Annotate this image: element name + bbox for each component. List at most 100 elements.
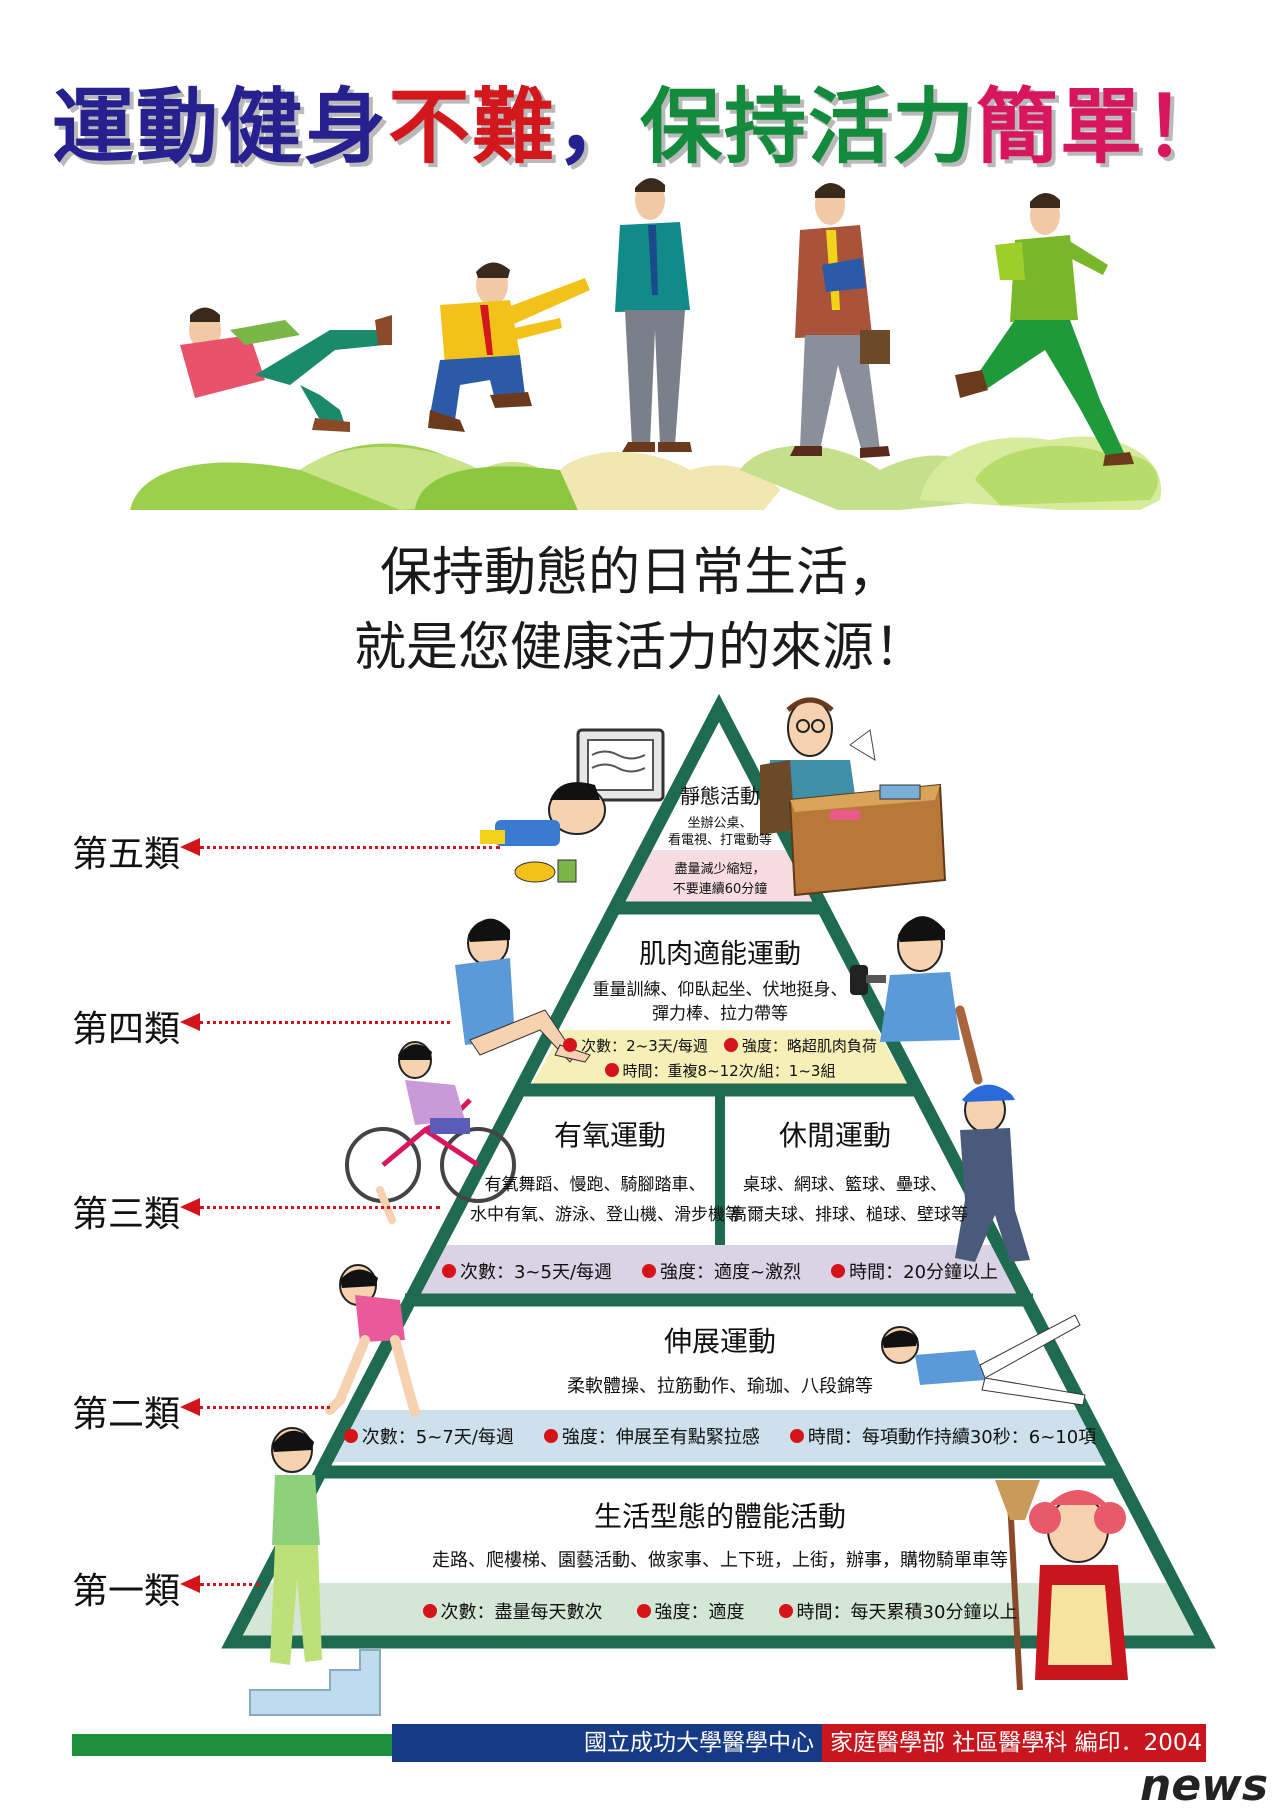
tier-3-freq-text: 次數：3~5天/每週 xyxy=(459,1262,613,1283)
tier-4-examples-2: 彈力棒、拉力帶等 xyxy=(652,1004,788,1024)
poster-title: 運動健身不難，保持活力簡單！ xyxy=(0,60,1280,179)
baseball-player-illustration xyxy=(955,1005,1030,1262)
tier-1-stats-bar xyxy=(232,1583,1206,1638)
cyclist-illustration xyxy=(345,1041,516,1203)
tier-1-stats-row: 次數：盡量每天數次 強度：適度 時間：每天累積30分鐘以上 xyxy=(330,1596,1110,1626)
bullet-dot xyxy=(543,1429,558,1443)
bullet-dot xyxy=(563,1038,578,1052)
tier-1-label: 第一類 xyxy=(72,1571,181,1612)
office-worker-illustration xyxy=(760,697,947,897)
tier-5-examples-1: 坐辦公桌、 xyxy=(687,816,753,831)
tier-1-arrow-icon xyxy=(180,1575,200,1593)
tier-2-freq: 次數：5~7天/每週 xyxy=(343,1423,514,1449)
tier-3-aerobic-examples-1: 有氧舞蹈、慢跑、騎腳踏車、 xyxy=(484,1175,706,1195)
activity-progression-illustration xyxy=(130,178,1162,510)
tier-2-examples: 柔軟體操、拉筋動作、瑜珈、八段錦等 xyxy=(567,1376,873,1397)
tier-4-time-text: 時間：重複8~12次/組：1~3組 xyxy=(622,1061,836,1080)
tier-4-intensity-text: 強度：略超肌肉負荷 xyxy=(741,1036,877,1055)
title-part-1: 運動健身 xyxy=(51,80,388,175)
title-part-2: 不難 xyxy=(387,80,556,175)
tier-1-examples: 走路、爬樓梯、園藝活動、做家事、上下班，上街，辦事，購物騎單車等 xyxy=(432,1550,1008,1571)
tier-4-stats-row-2: 時間：重複8~12次/組：1~3組 xyxy=(540,1059,900,1081)
tier-2-freq-text: 次數：5~7天/每週 xyxy=(361,1427,514,1448)
footer-blue-bar xyxy=(392,1724,822,1762)
tier-4-freq-text: 次數：2~3天/每週 xyxy=(581,1036,708,1055)
tier-3-leisure-name: 休閒運動 xyxy=(778,1119,891,1152)
bullet-dot xyxy=(642,1264,657,1278)
tier-3-leisure-examples-1: 桌球、網球、籃球、壘球、 xyxy=(743,1175,947,1195)
tier-3-arrow-line xyxy=(200,1206,440,1209)
tier-5-advice-bar-fill xyxy=(617,852,818,904)
bullet-dot xyxy=(441,1264,456,1278)
tier-4-stats-row-1: 次數：2~3天/每週 強度：略超肌肉負荷 xyxy=(540,1034,900,1056)
slogan-line-2: 就是您健康活力的來源！ xyxy=(353,618,926,678)
footer-department: 家庭醫學部 社區醫學科 編印．2004 xyxy=(830,1730,1203,1756)
bullet-dot xyxy=(789,1429,804,1443)
bullet-dot xyxy=(636,1604,651,1618)
tier-4-arrow-line xyxy=(200,1021,450,1024)
tier-4-intensity: 強度：略超肌肉負荷 xyxy=(723,1035,877,1056)
tier-1-arrow-line xyxy=(200,1583,260,1586)
tier-4-arrow-icon xyxy=(180,1013,200,1031)
ground-blobs xyxy=(130,436,1162,510)
tier-1-freq-text: 次數：盡量每天數次 xyxy=(440,1602,603,1623)
tier-5-examples-2: 看電視、打電動等 xyxy=(667,833,772,848)
tier-4-examples-1: 重量訓練、仰臥起坐、伏地挺身、 xyxy=(592,980,848,1000)
tier-2-time-text: 時間：每項動作持續30秒：6~10項 xyxy=(807,1427,1097,1448)
news-watermark: news xyxy=(1140,1760,1269,1811)
tier-2-stats-bar xyxy=(323,1410,1115,1462)
tier-2-arrow-icon xyxy=(180,1398,200,1416)
tier-4-name: 肌肉適能運動 xyxy=(639,939,801,970)
tier-5-advice-2: 不要連續60分鐘 xyxy=(672,882,768,897)
title-part-6: ！ xyxy=(1144,80,1229,175)
slogan-line-1: 保持動態的日常生活， xyxy=(379,543,900,603)
tier-4-freq: 次數：2~3天/每週 xyxy=(563,1035,708,1056)
running-man-figure xyxy=(955,192,1134,466)
bullet-dot xyxy=(723,1038,738,1052)
tier-3-label: 第三類 xyxy=(72,1194,181,1235)
bullet-dot xyxy=(778,1604,793,1618)
tier-3-intensity-text: 強度：適度~激烈 xyxy=(660,1262,802,1283)
tier-3-aerobic-name: 有氧運動 xyxy=(553,1119,666,1152)
tier-5-arrow-line xyxy=(200,846,500,849)
tier-3-time: 時間：20分鐘以上 xyxy=(831,1258,998,1284)
dumbbell-man-illustration xyxy=(850,916,960,1042)
bullet-dot xyxy=(422,1604,437,1618)
tier-1-freq: 次數：盡量每天數次 xyxy=(422,1598,603,1624)
bullet-dot xyxy=(831,1264,846,1278)
tier-5-name: 靜態活動 xyxy=(680,784,760,808)
tier-2-name: 伸展運動 xyxy=(663,1325,776,1358)
footer-organization: 國立成功大學醫學中心 xyxy=(584,1730,814,1756)
footer-red-bar xyxy=(822,1724,1206,1762)
tier-3-aerobic-examples-2: 水中有氧、游泳、登山機、滑步機等 xyxy=(470,1205,742,1225)
tier-3-freq: 次數：3~5天/每週 xyxy=(441,1258,613,1284)
tier-2-intensity-text: 強度：伸展至有點緊拉感 xyxy=(561,1427,760,1448)
bullet-dot xyxy=(343,1429,358,1443)
tier-3-stats-bar xyxy=(412,1245,1027,1295)
tier-1-intensity: 強度：適度 xyxy=(636,1598,745,1624)
bullet-dot xyxy=(604,1063,619,1077)
tier-5-label: 第五類 xyxy=(72,834,181,875)
stairs-girl-illustration xyxy=(249,1427,381,1716)
walking-man-figure xyxy=(790,182,890,458)
footer-green-bar xyxy=(72,1734,392,1756)
tier-1-time-text: 時間：每天累積30分鐘以上 xyxy=(796,1602,1018,1623)
lying-stretch-woman-illustration xyxy=(881,1314,1086,1406)
title-part-3: ， xyxy=(555,80,640,175)
tier-2-intensity: 強度：伸展至有點緊拉感 xyxy=(543,1423,760,1449)
tier-5-arrow-icon xyxy=(180,838,200,856)
stretching-woman-illustration xyxy=(325,1186,420,1417)
crouching-man-figure xyxy=(428,262,590,432)
tier-1-intensity-text: 強度：適度 xyxy=(654,1602,745,1623)
standing-man-figure xyxy=(615,178,692,452)
tier-4-stats-bar xyxy=(532,1030,908,1085)
tier-4-time: 時間：重複8~12次/組：1~3組 xyxy=(604,1060,836,1081)
title-part-5: 簡單 xyxy=(976,80,1145,175)
broom-grandma-illustration xyxy=(995,1480,1128,1691)
tier-3-leisure-examples-2: 高爾夫球、排球、槌球、壁球等 xyxy=(730,1205,968,1225)
tier-5-advice-1: 盡量減少縮短， xyxy=(674,862,766,877)
tier-1-time: 時間：每天累積30分鐘以上 xyxy=(778,1598,1018,1624)
lying-man-figure xyxy=(180,307,392,432)
pyramid-outline xyxy=(221,693,1216,1649)
